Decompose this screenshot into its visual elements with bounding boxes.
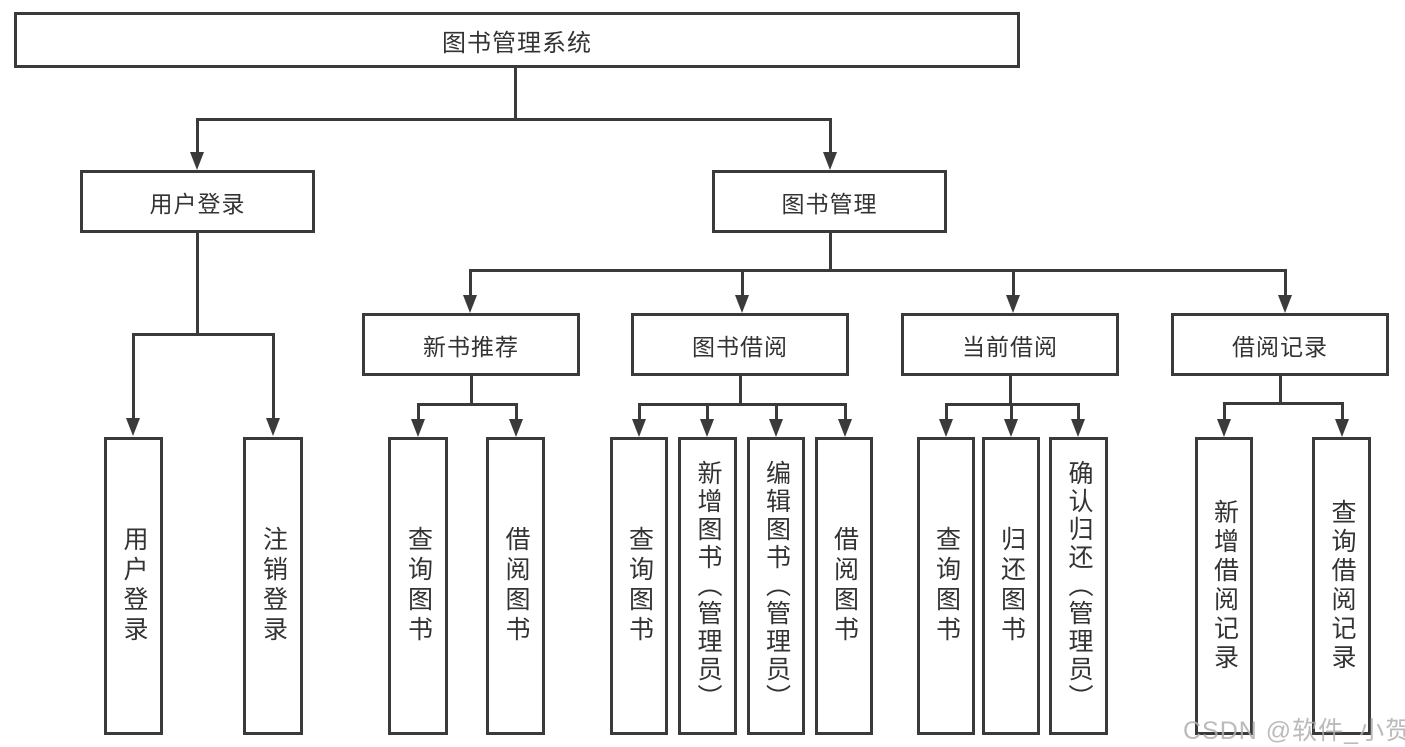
connector — [1077, 403, 1080, 420]
connector — [1279, 376, 1282, 405]
node-borrowing-records: 借阅记录 — [1171, 313, 1389, 376]
connector — [945, 403, 948, 420]
arrowhead-down-icon — [266, 418, 280, 436]
node-current-borrowing: 当前借阅 — [901, 313, 1119, 376]
connector — [829, 118, 832, 153]
connector — [741, 269, 744, 297]
leaf-query-books-1: 查询图书 — [388, 437, 448, 735]
connector — [1223, 402, 1344, 405]
connector — [1284, 269, 1287, 297]
arrowhead-down-icon — [823, 152, 837, 170]
leaf-user-login: 用户登录 — [104, 437, 163, 735]
arrowhead-down-icon — [939, 419, 953, 437]
connector — [1341, 402, 1344, 420]
connector — [514, 68, 517, 120]
connector — [196, 233, 199, 335]
arrowhead-down-icon — [1278, 295, 1292, 313]
connector — [196, 118, 199, 153]
arrowhead-down-icon — [1004, 419, 1018, 437]
leaf-borrow-books-2: 借阅图书 — [815, 437, 873, 735]
connector — [469, 269, 1287, 272]
connector — [196, 118, 832, 121]
leaf-add-books-admin: 新增图书（管理员） — [678, 437, 737, 735]
node-book-borrowing: 图书借阅 — [631, 313, 849, 376]
arrowhead-down-icon — [1071, 419, 1085, 437]
leaf-query-books-2: 查询图书 — [610, 437, 668, 735]
arrowhead-down-icon — [1006, 295, 1020, 313]
leaf-add-borrow-record: 新增借阅记录 — [1195, 437, 1253, 735]
connector — [132, 333, 135, 419]
connector — [1223, 402, 1226, 420]
arrowhead-down-icon — [735, 295, 749, 313]
connector — [132, 333, 275, 336]
connector — [1009, 376, 1012, 406]
leaf-query-borrow-record: 查询借阅记录 — [1312, 437, 1371, 735]
leaf-borrow-books-1: 借阅图书 — [486, 437, 545, 735]
node-book-management: 图书管理 — [712, 170, 947, 233]
connector — [515, 403, 518, 420]
csdn-watermark: CSDN @软件_小贺同学 — [1183, 717, 1405, 745]
arrowhead-down-icon — [838, 419, 852, 437]
connector — [417, 403, 518, 406]
leaf-query-books-3: 查询图书 — [917, 437, 975, 735]
arrowhead-down-icon — [700, 419, 714, 437]
connector — [638, 403, 847, 406]
connector — [829, 233, 832, 271]
connector — [470, 376, 473, 406]
arrowhead-down-icon — [632, 419, 646, 437]
arrowhead-down-icon — [411, 419, 425, 437]
connector — [417, 403, 420, 420]
connector — [469, 269, 472, 297]
connector — [706, 403, 709, 420]
arrowhead-down-icon — [1217, 419, 1231, 437]
connector — [739, 376, 742, 406]
arrowhead-down-icon — [126, 418, 140, 436]
connector — [272, 333, 275, 419]
node-new-book-recommend: 新书推荐 — [362, 313, 580, 376]
leaf-logout: 注销登录 — [243, 437, 303, 735]
leaf-return-books: 归还图书 — [982, 437, 1040, 735]
connector — [1010, 403, 1013, 420]
leaf-confirm-return-admin: 确认归还（管理员） — [1049, 437, 1108, 735]
leaf-edit-books-admin: 编辑图书（管理员） — [747, 437, 805, 735]
node-library-management-system: 图书管理系统 — [14, 12, 1020, 68]
connector — [844, 403, 847, 420]
connector — [775, 403, 778, 420]
arrowhead-down-icon — [463, 295, 477, 313]
arrowhead-down-icon — [1335, 419, 1349, 437]
arrowhead-down-icon — [769, 419, 783, 437]
connector — [1012, 269, 1015, 297]
arrowhead-down-icon — [509, 419, 523, 437]
arrowhead-down-icon — [190, 152, 204, 170]
connector — [638, 403, 641, 420]
node-user-login: 用户登录 — [80, 170, 315, 233]
